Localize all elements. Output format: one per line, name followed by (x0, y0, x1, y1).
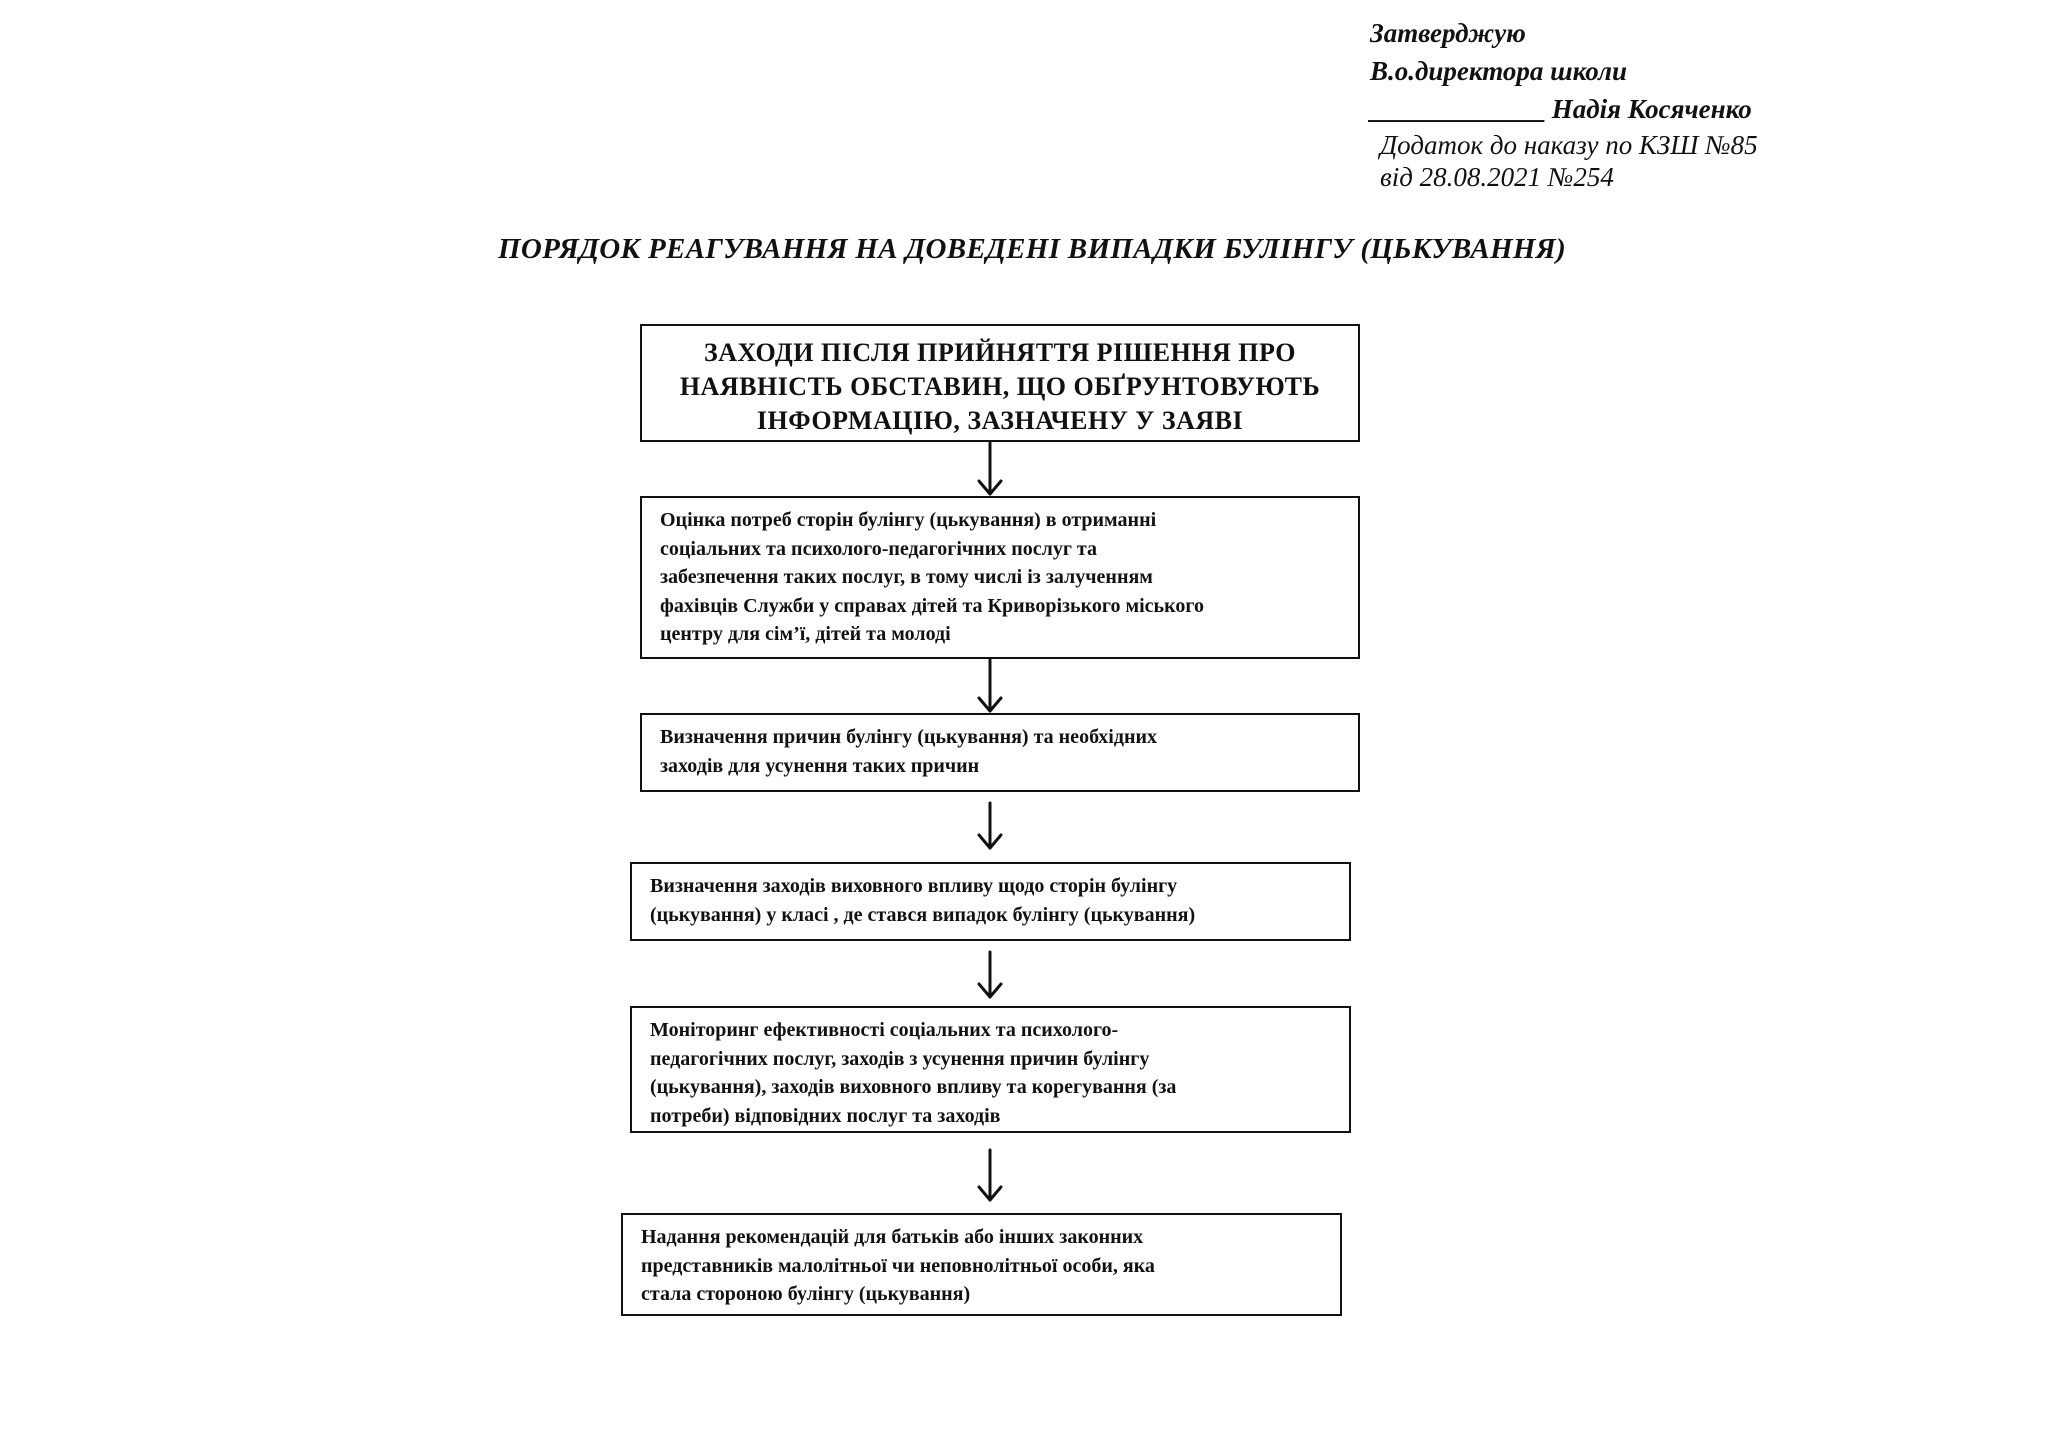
flow-step-3-box: Визначення заходів виховного впливу щодо… (630, 862, 1351, 941)
approval-signature-row: ______________ Надія Косяченко (1370, 90, 1758, 128)
flow-step-2-box: Визначення причин булінгу (цькування) та… (640, 713, 1360, 792)
order-reference-line2: від 28.08.2021 №254 (1380, 162, 1614, 192)
approval-position-line: В.о.директора школи (1370, 56, 1627, 86)
flow-step-2-text: Визначення причин булінгу (цькування) та… (660, 726, 1158, 777)
document-title: ПОРЯДОК РЕАГУВАННЯ НА ДОВЕДЕНІ ВИПАДКИ Б… (0, 233, 2048, 266)
document-title-text: ПОРЯДОК РЕАГУВАННЯ НА ДОВЕДЕНІ ВИПАДКИ Б… (497, 233, 1567, 265)
flow-head-box: ЗАХОДИ ПІСЛЯ ПРИЙНЯТТЯ РІШЕННЯ ПРО НАЯВН… (640, 324, 1360, 442)
arrow-down-icon (977, 441, 1003, 496)
approval-approve-line: Затверджую (1370, 18, 1526, 48)
signer-name: Надія Косяченко (1551, 94, 1752, 124)
order-reference-line1: Додаток до наказу по КЗШ №85 (1380, 130, 1758, 160)
signature-line: ______________ (1370, 94, 1546, 124)
flow-step-4-box: Моніторинг ефективності соціальних та пс… (630, 1006, 1351, 1133)
flow-step-5-box: Надання рекомендацій для батьків або інш… (621, 1213, 1342, 1316)
flow-head-text: ЗАХОДИ ПІСЛЯ ПРИЙНЯТТЯ РІШЕННЯ ПРО НАЯВН… (679, 338, 1321, 435)
arrow-down-icon (977, 658, 1003, 713)
arrow-down-icon (977, 801, 1003, 850)
flow-step-1-box: Оцінка потреб сторін булінгу (цькування)… (640, 496, 1360, 659)
flow-step-1-text: Оцінка потреб сторін булінгу (цькування)… (660, 509, 1204, 645)
flow-step-3-text: Визначення заходів виховного впливу щодо… (650, 875, 1196, 926)
arrow-down-icon (977, 1148, 1003, 1202)
flow-step-5-text: Надання рекомендацій для батьків або інш… (641, 1226, 1155, 1305)
approval-block: Затверджую В.о.директора школи _________… (1370, 14, 1758, 196)
arrow-down-icon (977, 950, 1003, 999)
flow-step-4-text: Моніторинг ефективності соціальних та пс… (650, 1019, 1177, 1127)
